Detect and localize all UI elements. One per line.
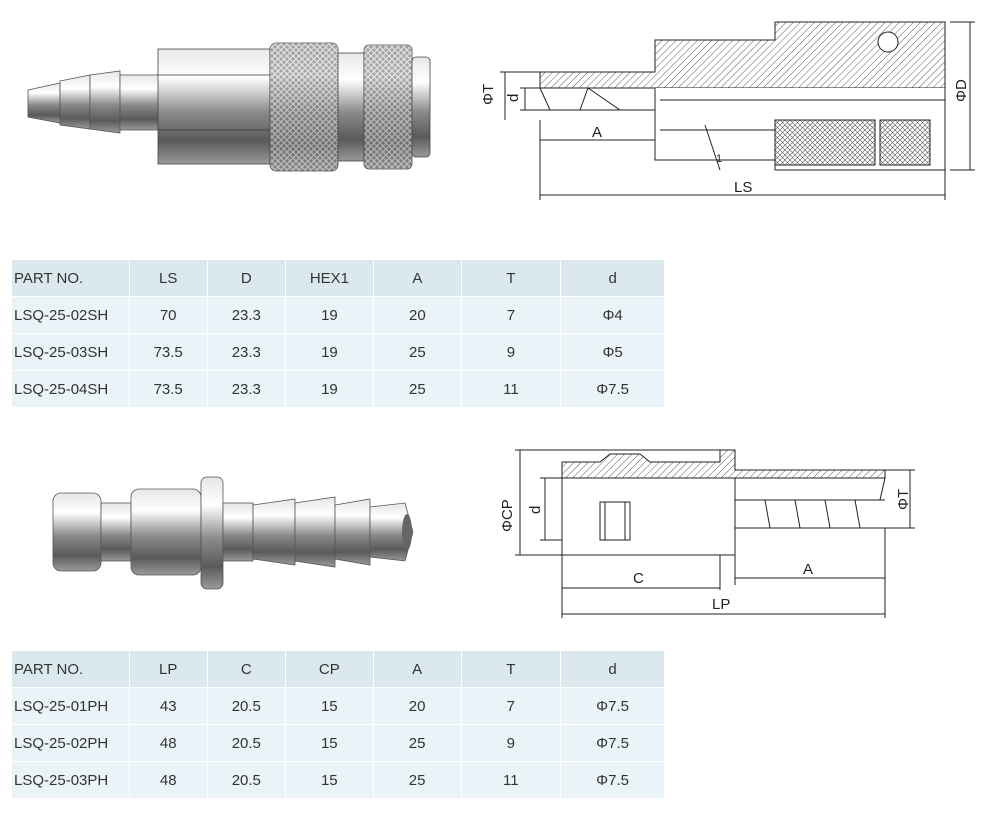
plug-spec-table: PART NO. LP C CP A T d LSQ-25-01PH 43 20… bbox=[11, 650, 665, 799]
table-header: HEX1 bbox=[285, 260, 373, 296]
table-row: LSQ-25-03SH 73.5 23.3 19 25 9 Φ5 bbox=[12, 334, 664, 370]
socket-technical-drawing: ΦT d ΦD A LS 1 bbox=[480, 21, 975, 200]
table-cell: Φ5 bbox=[561, 334, 664, 370]
table-header: C bbox=[207, 651, 285, 687]
table-cell: 73.5 bbox=[129, 334, 207, 370]
dim-label-one: 1 bbox=[716, 153, 722, 165]
dim-label-c: C bbox=[633, 570, 644, 587]
dim-label-ls: LS bbox=[734, 179, 752, 196]
table-header: d bbox=[561, 260, 664, 296]
table-cell: 20 bbox=[373, 688, 461, 724]
dim-label-lp: LP bbox=[712, 596, 730, 613]
table-cell: 15 bbox=[285, 725, 373, 761]
table-cell: LSQ-25-02PH bbox=[12, 725, 129, 761]
table-cell: 23.3 bbox=[207, 334, 285, 370]
dim-label-big-d: ΦD bbox=[953, 79, 970, 102]
table-header: A bbox=[373, 651, 461, 687]
table-cell: 15 bbox=[285, 762, 373, 798]
table-header-row: PART NO. LS D HEX1 A T d bbox=[12, 260, 664, 296]
table-header: LS bbox=[129, 260, 207, 296]
table-cell: 48 bbox=[129, 725, 207, 761]
table-cell: 20 bbox=[373, 297, 461, 333]
table-header: T bbox=[461, 260, 561, 296]
table-cell: 73.5 bbox=[129, 371, 207, 407]
table-cell: 20.5 bbox=[207, 688, 285, 724]
dim-label-d: d bbox=[527, 506, 544, 514]
table-cell: 25 bbox=[373, 725, 461, 761]
table-cell: 7 bbox=[461, 688, 561, 724]
plug-photo bbox=[52, 476, 414, 590]
table-row: LSQ-25-04SH 73.5 23.3 19 25 11 Φ7.5 bbox=[12, 371, 664, 407]
table-cell: 11 bbox=[461, 371, 561, 407]
table-cell: 70 bbox=[129, 297, 207, 333]
table-header: CP bbox=[285, 651, 373, 687]
table-cell: 19 bbox=[285, 297, 373, 333]
table-header-row: PART NO. LP C CP A T d bbox=[12, 651, 664, 687]
table-cell: 43 bbox=[129, 688, 207, 724]
dim-label-cp: ΦCP bbox=[499, 499, 516, 532]
table-header: PART NO. bbox=[12, 260, 129, 296]
table-cell: 11 bbox=[461, 762, 561, 798]
table-cell: 23.3 bbox=[207, 371, 285, 407]
table-header: T bbox=[461, 651, 561, 687]
table-cell: 9 bbox=[461, 725, 561, 761]
dim-label-d: d bbox=[505, 94, 522, 102]
table-cell: 48 bbox=[129, 762, 207, 798]
table-header: A bbox=[373, 260, 461, 296]
table-header: PART NO. bbox=[12, 651, 129, 687]
table-cell: 15 bbox=[285, 688, 373, 724]
table-cell: 25 bbox=[373, 371, 461, 407]
table-row: LSQ-25-03PH 48 20.5 15 25 11 Φ7.5 bbox=[12, 762, 664, 798]
dim-label-t: ΦT bbox=[895, 489, 912, 510]
table-cell: Φ7.5 bbox=[561, 688, 664, 724]
table-cell: 25 bbox=[373, 334, 461, 370]
table-cell: 7 bbox=[461, 297, 561, 333]
table-cell: LSQ-25-02SH bbox=[12, 297, 129, 333]
table-cell: LSQ-25-03SH bbox=[12, 334, 129, 370]
table-cell: LSQ-25-01PH bbox=[12, 688, 129, 724]
table-cell: 19 bbox=[285, 371, 373, 407]
dim-label-a: A bbox=[592, 124, 602, 141]
table-cell: 25 bbox=[373, 762, 461, 798]
dim-label-a: A bbox=[803, 561, 813, 578]
socket-photo bbox=[27, 42, 431, 172]
plug-technical-drawing: ΦCP d ΦT C A LP bbox=[499, 449, 915, 618]
table-header: d bbox=[561, 651, 664, 687]
socket-spec-table: PART NO. LS D HEX1 A T d LSQ-25-02SH 70 … bbox=[11, 259, 665, 408]
table-header: LP bbox=[129, 651, 207, 687]
table-row: LSQ-25-02PH 48 20.5 15 25 9 Φ7.5 bbox=[12, 725, 664, 761]
table-cell: Φ7.5 bbox=[561, 762, 664, 798]
table-cell: Φ4 bbox=[561, 297, 664, 333]
table-cell: LSQ-25-03PH bbox=[12, 762, 129, 798]
dim-label-t: ΦT bbox=[480, 84, 497, 105]
table-cell: Φ7.5 bbox=[561, 725, 664, 761]
table-cell: 20.5 bbox=[207, 762, 285, 798]
table-row: LSQ-25-01PH 43 20.5 15 20 7 Φ7.5 bbox=[12, 688, 664, 724]
table-header: D bbox=[207, 260, 285, 296]
table-row: LSQ-25-02SH 70 23.3 19 20 7 Φ4 bbox=[12, 297, 664, 333]
table-cell: 9 bbox=[461, 334, 561, 370]
table-cell: LSQ-25-04SH bbox=[12, 371, 129, 407]
table-cell: 20.5 bbox=[207, 725, 285, 761]
table-cell: 19 bbox=[285, 334, 373, 370]
table-cell: Φ7.5 bbox=[561, 371, 664, 407]
table-cell: 23.3 bbox=[207, 297, 285, 333]
